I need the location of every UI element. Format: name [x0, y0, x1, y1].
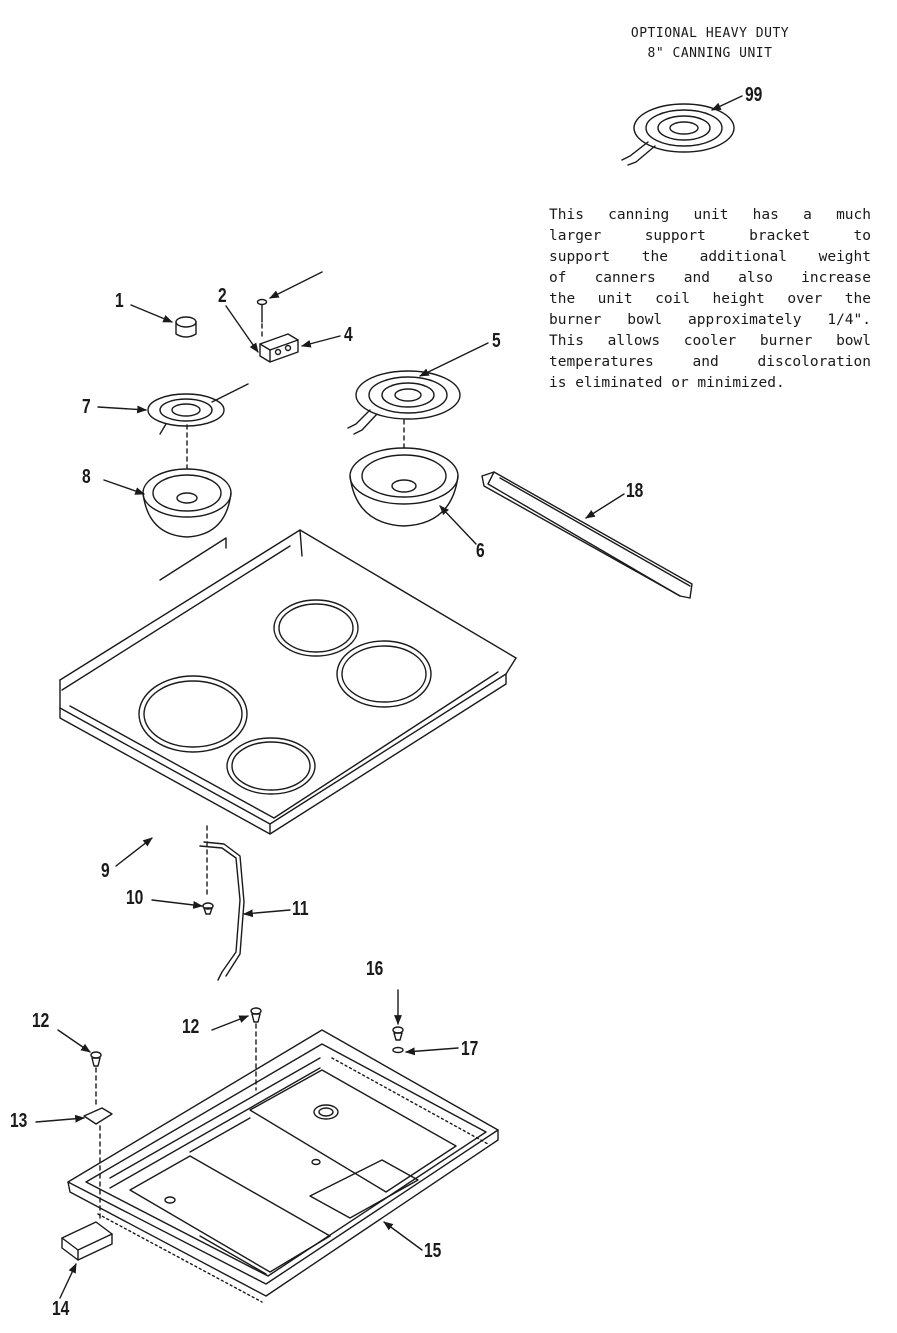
callout-15: 15: [424, 1240, 442, 1262]
small-drip-bowl: [142, 468, 232, 538]
note-line: This allows cooler burner bowl: [549, 333, 871, 349]
screw-part: [90, 1051, 102, 1067]
callout-99: 99: [745, 84, 763, 106]
callout-12-right: 12: [182, 1016, 200, 1038]
screw-part: [250, 1007, 262, 1023]
callout-6: 6: [476, 540, 485, 562]
callout-16: 16: [366, 958, 384, 980]
callout-17: 17: [461, 1038, 479, 1060]
callout-12-left: 12: [32, 1010, 50, 1032]
callout-5: 5: [492, 330, 501, 352]
callout-14: 14: [52, 1298, 70, 1320]
screw-part: [392, 1026, 404, 1041]
large-drip-bowl: [349, 447, 459, 527]
trim-strip: [481, 471, 693, 599]
note-line: This canning unit has a much: [549, 207, 871, 223]
terminal-block: [259, 333, 299, 363]
note-line: of canners and also increase: [549, 270, 871, 286]
header-line-1: OPTIONAL HEAVY DUTY: [630, 26, 790, 41]
callout-2: 2: [218, 285, 227, 307]
callout-1: 1: [115, 290, 124, 312]
note-line: larger support bracket to: [549, 228, 871, 244]
washer-part: [392, 1046, 404, 1054]
note-line: support the additional weight: [549, 249, 871, 265]
bottom-panel: [67, 1029, 499, 1303]
callout-11: 11: [292, 898, 309, 920]
cooktop-panel: [59, 529, 517, 835]
callout-18: 18: [626, 480, 644, 502]
header-line-2: 8" CANNING UNIT: [647, 46, 773, 61]
small-surface-unit: [147, 383, 249, 435]
canning-unit-note: This canning unit has a much larger supp…: [549, 205, 871, 394]
note-line: temperatures and discoloration: [549, 354, 871, 370]
note-line: is eliminated or minimized.: [549, 375, 785, 391]
canning-unit-coil: [621, 103, 735, 166]
ground-wire: [199, 841, 245, 981]
callout-7: 7: [82, 396, 91, 418]
callout-4: 4: [344, 324, 353, 346]
bracket-part: [61, 1221, 113, 1261]
callout-9: 9: [101, 860, 110, 882]
large-surface-unit: [347, 370, 461, 435]
knob-part: [175, 316, 197, 338]
screw-part: [256, 298, 268, 323]
leader-lines: [35, 95, 743, 1299]
callout-13: 13: [10, 1110, 28, 1132]
clip-part: [83, 1107, 113, 1125]
note-line: burner bowl approximately 1/4".: [549, 312, 871, 328]
note-line: the unit coil height over the: [549, 291, 871, 307]
callout-8: 8: [82, 466, 91, 488]
callout-10: 10: [126, 887, 144, 909]
screw-part: [202, 902, 214, 915]
